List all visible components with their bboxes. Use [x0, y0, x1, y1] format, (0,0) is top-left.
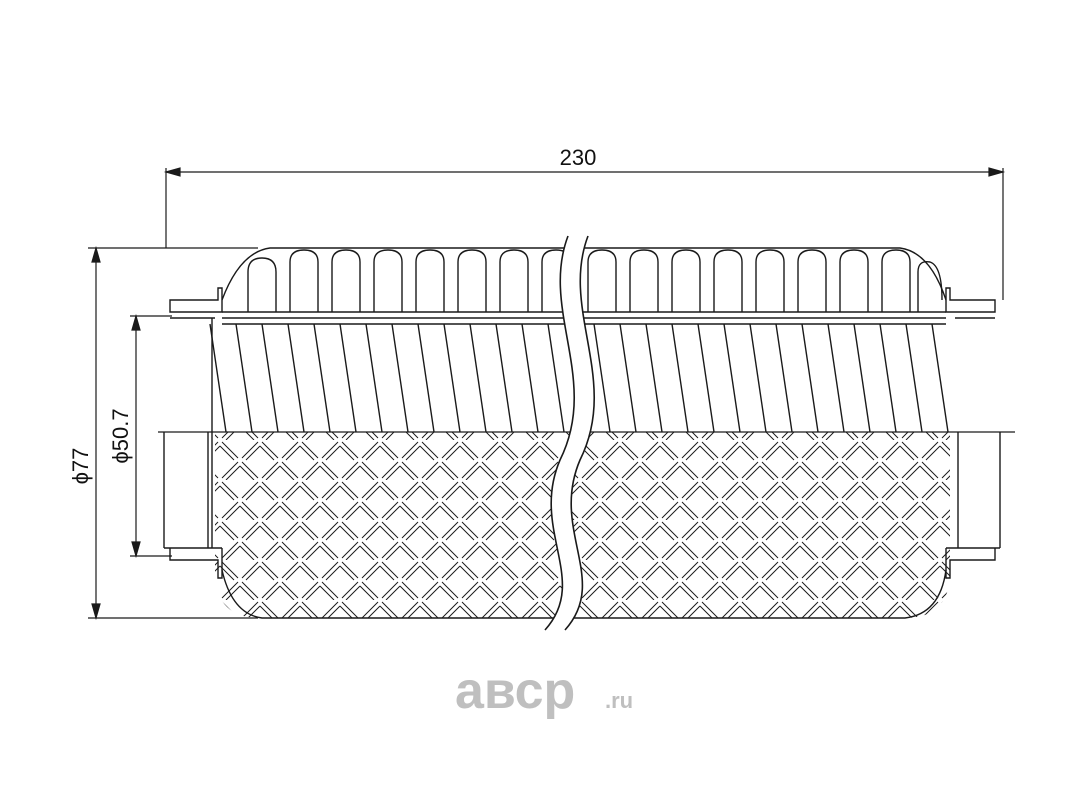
outer-diameter-dimension	[88, 245, 258, 621]
break-symbol	[544, 235, 595, 631]
right-end-sleeve	[945, 287, 1001, 579]
site-watermark: авср .ru	[455, 663, 633, 720]
length-dimension	[163, 167, 1006, 300]
length-label: 230	[560, 145, 597, 170]
inner-diameter-dimension	[130, 313, 172, 559]
bellows-corrugations	[247, 249, 565, 312]
inner-diameter-label: ϕ50.7	[108, 408, 133, 463]
inner-liner-helix-right	[593, 323, 949, 433]
bellows-corrugations-right	[587, 249, 943, 312]
left-end-sleeve	[163, 287, 223, 579]
watermark-suffix: .ru	[605, 688, 633, 713]
braided-mesh	[215, 432, 950, 618]
outer-envelope-top	[221, 247, 947, 301]
watermark-brand: авср	[455, 663, 575, 720]
inner-liner-helix	[209, 323, 565, 433]
outer-diameter-label: ϕ77	[68, 448, 93, 485]
